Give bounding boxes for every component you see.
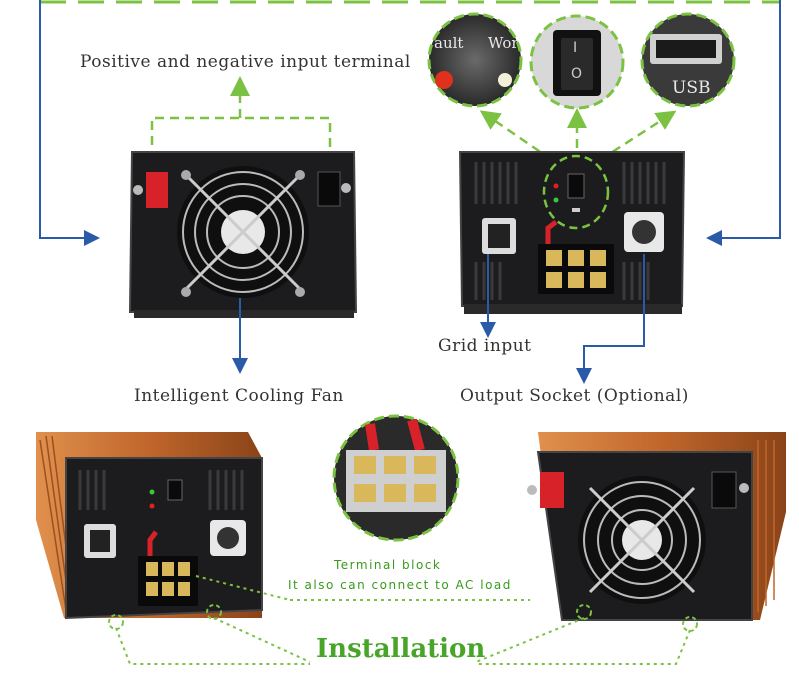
label-installation: Installation <box>316 634 486 664</box>
left-blue-arrow <box>39 0 100 246</box>
zoom-led-indicators <box>427 12 523 108</box>
zoom-power-switch <box>529 14 625 110</box>
label-output-socket: Output Socket (Optional) <box>460 386 689 406</box>
installation-dotted-lines <box>115 617 691 665</box>
label-input-terminal: Positive and negative input terminal <box>80 52 411 72</box>
inverter-bottom-right <box>527 432 786 621</box>
zoom-switch-on-label: I <box>573 40 578 56</box>
zoom-usb-port <box>640 12 736 108</box>
label-cooling-fan: Intelligent Cooling Fan <box>134 386 344 406</box>
zoom-usb-label: USB <box>672 78 711 98</box>
label-grid-input: Grid input <box>438 336 532 356</box>
inverter-dc-panel <box>128 151 358 318</box>
label-ac-load: It also can connect to AC load <box>288 578 512 592</box>
zoom-fault-label: ault <box>434 34 464 52</box>
zoom-work-label: Wor <box>488 34 519 52</box>
right-blue-arrow <box>706 0 781 246</box>
zoom-switch-off-label: O <box>571 66 583 82</box>
inverter-bottom-left <box>36 432 263 620</box>
zoom-terminal-block <box>332 414 460 542</box>
terminal-bracket <box>150 116 332 160</box>
inverter-ac-panel <box>458 151 686 314</box>
label-terminal-block: Terminal block <box>334 558 442 572</box>
